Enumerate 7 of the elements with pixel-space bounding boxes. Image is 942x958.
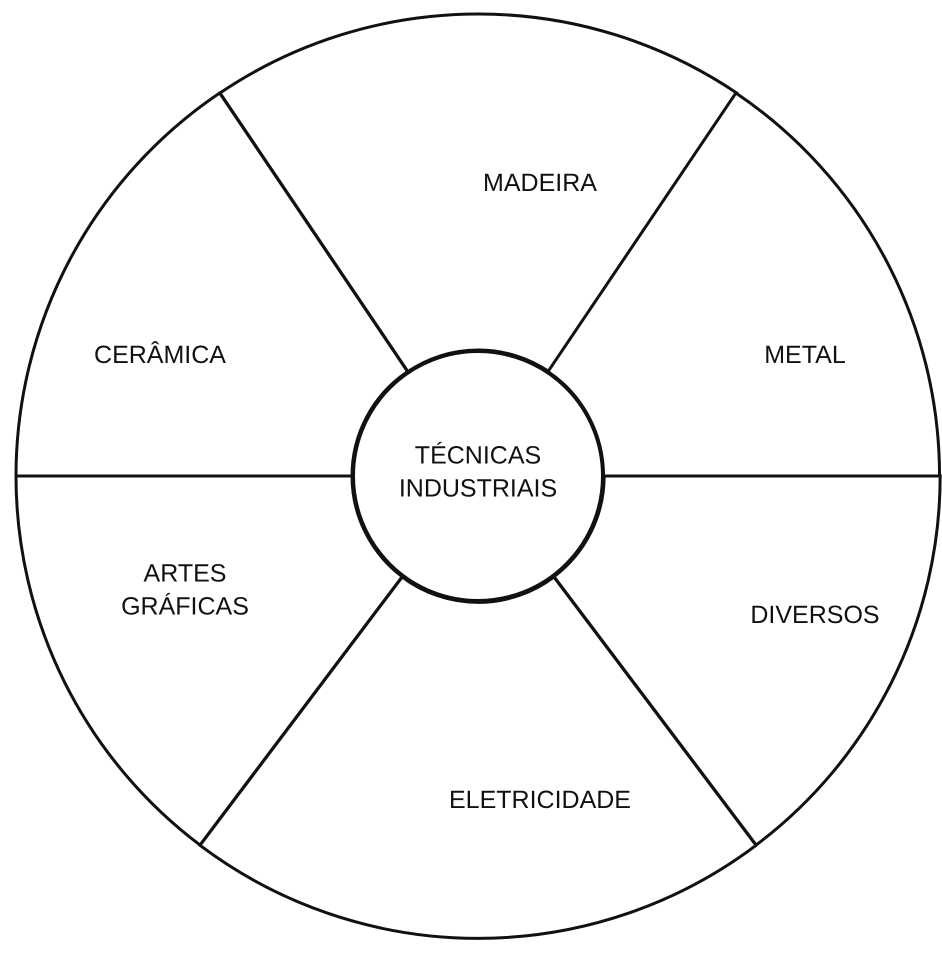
sector-label: DIVERSOS (749, 600, 881, 631)
sector-label: MADEIRA (482, 168, 598, 199)
sector-label: CERÂMICA (93, 340, 227, 371)
sector-label: ARTES GRÁFICAS (120, 558, 250, 622)
sector-label: METAL (763, 340, 847, 371)
sector-label: ELETRICIDADE (448, 784, 632, 816)
hub-label: TÉCNICAS INDUSTRIAIS (398, 440, 558, 504)
